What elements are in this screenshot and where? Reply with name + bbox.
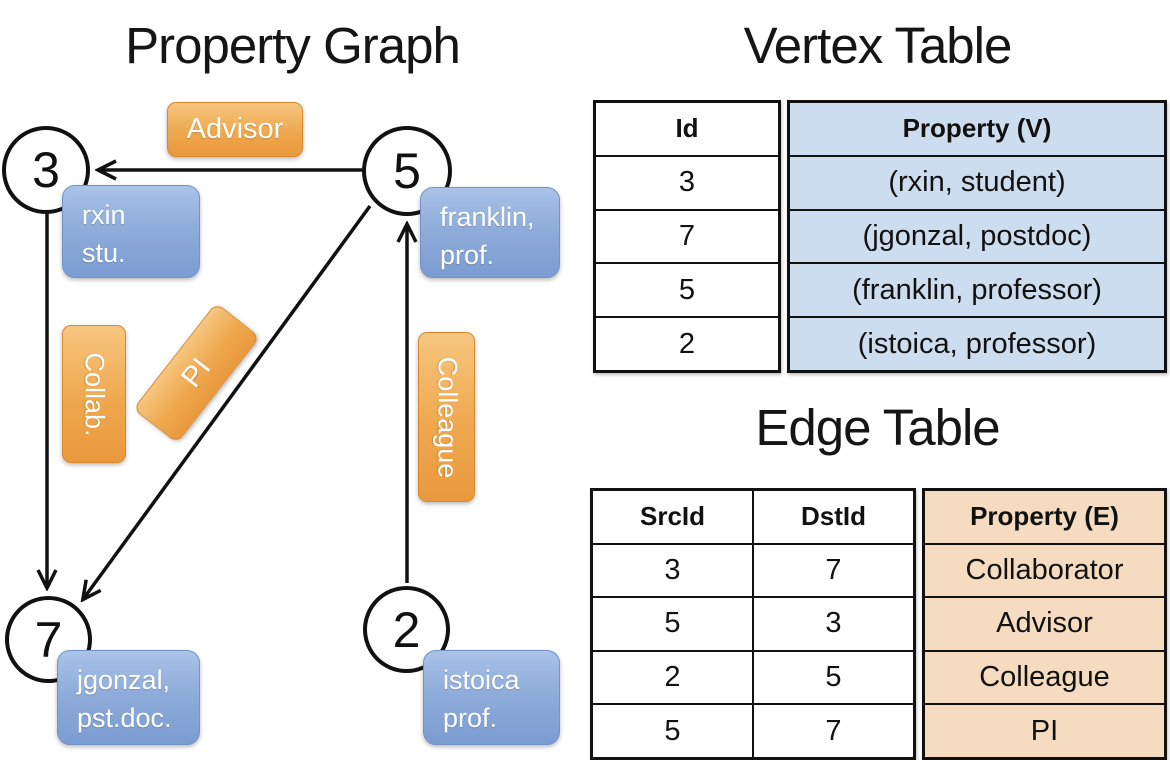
node-id-label: 5: [393, 143, 421, 199]
edge-table: SrcId DstId 3 7 5 3 2 5 5 7 Property (E)…: [590, 488, 1167, 760]
edge-dstid-cell: 3: [825, 607, 842, 640]
edge-dstid-cell: 7: [825, 714, 842, 747]
edge-table-header-srcid: SrcId: [593, 491, 754, 543]
graph-node-2: 2: [363, 586, 450, 673]
edge-label-colleague: Colleague: [418, 332, 475, 502]
edge-srcid-cell: 5: [593, 598, 754, 650]
vertex-table-header-id: Id: [675, 113, 699, 144]
vertex-id-cell: 2: [596, 316, 778, 370]
edge-table-title: Edge Table: [755, 399, 1000, 456]
node-property-line: prof.: [443, 702, 498, 733]
node-property-line: franklin,: [440, 202, 535, 232]
edge-dstid-cell: 5: [825, 661, 842, 694]
edge-table-header-dstid: DstId: [801, 501, 866, 532]
node-property-line: pst.doc.: [77, 702, 172, 733]
vertex-table: Id 3 7 5 2 Property (V) (rxin, student) …: [593, 100, 1167, 373]
node-property-box-rxin: rxin stu.: [62, 185, 200, 278]
edge-srcid-cell: 5: [593, 705, 754, 757]
edge-property-cell: Colleague: [925, 649, 1164, 704]
edge-property-cell: Advisor: [925, 596, 1164, 650]
edge-property-cell: PI: [925, 703, 1164, 757]
node-id-label: 3: [32, 142, 60, 198]
vertex-id-cell: 3: [596, 154, 778, 209]
vertex-property-cell: (jgonzal, postdoc): [790, 208, 1164, 263]
graph-edges-canvas: [0, 0, 585, 760]
edge-table-header-property: Property (E): [970, 501, 1119, 532]
edge-property-cell: Collaborator: [925, 542, 1164, 597]
edge-label-collab: Collab.: [62, 325, 126, 463]
node-property-line: stu.: [82, 237, 126, 268]
vertex-table-property-column: Property (V) (rxin, student) (jgonzal, p…: [787, 100, 1167, 373]
edge-arrow-pi-5-to-7: [84, 204, 372, 598]
vertex-id-cell: 7: [596, 208, 778, 263]
node-id-label: 2: [392, 601, 421, 658]
edge-srcid-cell: 2: [593, 651, 754, 704]
edge-label-collab-text: Collab.: [79, 351, 110, 437]
vertex-table-id-column: Id 3 7 5 2: [593, 100, 781, 373]
node-property-line: istoica: [443, 665, 520, 695]
vertex-property-cell: (franklin, professor): [790, 262, 1164, 316]
edge-label-advisor: Advisor: [167, 102, 303, 157]
node-property-line: jgonzal,: [77, 665, 171, 695]
vertex-property-cell: (rxin, student): [790, 154, 1164, 209]
graph-node-5: 5: [362, 126, 452, 216]
property-graph-title: Property Graph: [125, 17, 461, 74]
edge-dstid-cell: 7: [825, 553, 842, 586]
node-property-line: prof.: [440, 239, 495, 270]
node-property-box-franklin: franklin, prof.: [420, 187, 560, 278]
node-property-box-jgonzal: jgonzal, pst.doc.: [57, 650, 200, 745]
vertex-table-header-property: Property (V): [902, 113, 1052, 144]
vertex-property-cell: (istoica, professor): [790, 316, 1164, 370]
vertex-table-title: Vertex Table: [743, 17, 1013, 74]
node-property-line: rxin: [82, 200, 126, 230]
edge-srcid-cell: 3: [593, 544, 754, 597]
edge-table-srcdst-columns: SrcId DstId 3 7 5 3 2 5 5 7: [590, 488, 916, 760]
edge-table-property-column: Property (E) Collaborator Advisor Collea…: [922, 488, 1167, 760]
edge-label-colleague-text: Colleague: [432, 356, 462, 478]
node-property-box-istoica: istoica prof.: [423, 650, 560, 745]
vertex-id-cell: 5: [596, 262, 778, 316]
